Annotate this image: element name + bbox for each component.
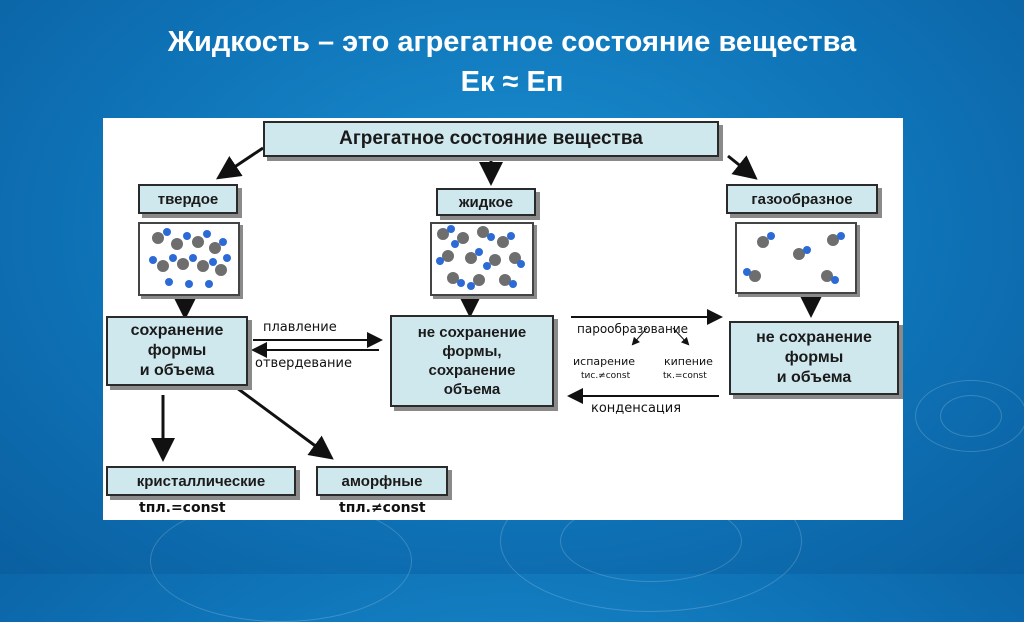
gas-property-box: не сохранение формы и объема [729,321,899,395]
state-gas-box: газообразное [726,184,878,214]
arrow-to-amorphous [236,386,334,460]
diagram-panel: Агрегатное состояние вещества твердое жи… [103,118,903,520]
arrow-root-to-solid [216,146,264,180]
evaporation-label: испарение [573,355,635,368]
solid-property-box: сохранение формы и объема [106,316,248,386]
solid-molecules [149,228,231,288]
title-line-1: Жидкость – это агрегатное состояние веще… [167,26,857,58]
vaporization-label: парообразование [577,322,689,336]
evaporation-note: tис.≠const [581,371,631,381]
ripple-decoration [915,380,1024,452]
liquid-molecules-picture [430,222,534,296]
arrow-root-to-gas [727,154,758,180]
crystalline-box: кристаллические [106,466,296,496]
liquid-property-box: не сохранение формы, сохранение объема [390,315,554,407]
boiling-note: tк.=const [663,371,707,381]
condensation-label: конденсация [591,401,682,416]
amorphous-box: аморфные [316,466,448,496]
state-liquid-box: жидкое [436,188,536,216]
branch-evaporation [631,327,648,346]
solidification-label: отвердевание [255,356,352,371]
amorphous-note: tпл.≠const [339,500,426,516]
melting-label: плавление [263,320,337,335]
gas-molecules [743,232,845,284]
root-box: Агрегатное состояние вещества [263,121,719,157]
solid-molecules-picture [138,222,240,296]
title-line-2: Ек ≈ Еп [460,66,564,98]
arrows-layer [149,146,845,462]
boiling-label: кипение [664,355,713,368]
state-solid-box: твердое [138,184,238,214]
branch-boiling [672,327,690,346]
crystalline-note: tпл.=const [139,500,226,516]
gas-molecules-picture [735,222,857,294]
slide-title: Жидкость – это агрегатное состояние веще… [0,22,1024,102]
liquid-molecules [436,225,525,290]
